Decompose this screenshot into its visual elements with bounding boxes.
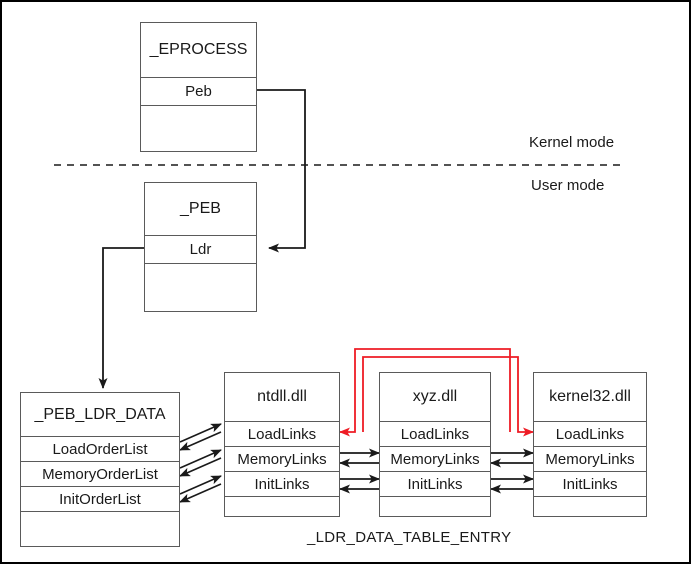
connector-loadorder-in — [179, 431, 222, 451]
struct-peb-field-empty — [145, 263, 256, 311]
struct-ntdll-field-empty — [225, 496, 339, 515]
struct-kernel32-field-empty — [534, 496, 646, 515]
struct-ntdll-field-memorylinks: MemoryLinks — [225, 446, 339, 471]
struct-ntdll-title: ntdll.dll — [257, 388, 307, 405]
connector-loadlinks-red-to-ntdll — [339, 348, 511, 437]
struct-kernel32-title: kernel32.dll — [549, 388, 631, 405]
struct-xyz: xyz.dll LoadLinks MemoryLinks InitLinks — [379, 372, 491, 517]
connector-loadlinks-red-to-kernel32 — [362, 356, 534, 437]
struct-eprocess-field-peb: Peb — [141, 77, 256, 105]
struct-eprocess: _EPROCESS Peb — [140, 22, 257, 152]
struct-ntdll-field-initlinks: InitLinks — [225, 471, 339, 496]
struct-peb-ldr-data-field-loadorderlist: LoadOrderList — [21, 436, 179, 461]
struct-xyz-title: xyz.dll — [412, 388, 458, 405]
struct-ntdll: ntdll.dll LoadLinks MemoryLinks InitLink… — [224, 372, 340, 517]
kernel-mode-label: Kernel mode — [529, 134, 615, 151]
connector-initorder-out — [179, 475, 222, 495]
struct-peb-ldr-data-title: _PEB_LDR_DATA — [34, 405, 166, 423]
struct-kernel32-field-memorylinks: MemoryLinks — [534, 446, 646, 471]
struct-peb-ldr-data: _PEB_LDR_DATA LoadOrderList MemoryOrderL… — [20, 392, 180, 547]
connector-initorder-in — [179, 483, 222, 503]
struct-kernel32-field-loadlinks: LoadLinks — [534, 421, 646, 446]
user-mode-label: User mode — [531, 177, 605, 194]
struct-kernel32-field-initlinks: InitLinks — [534, 471, 646, 496]
struct-peb-ldr-data-field-initorderlist: InitOrderList — [21, 486, 179, 511]
struct-peb-field-ldr: Ldr — [145, 235, 256, 263]
struct-peb: _PEB Ldr — [144, 182, 257, 312]
struct-xyz-field-memorylinks: MemoryLinks — [380, 446, 490, 471]
struct-eprocess-field-empty — [141, 105, 256, 151]
connector-loadorder-out — [179, 423, 222, 443]
struct-xyz-field-loadlinks: LoadLinks — [380, 421, 490, 446]
struct-kernel32: kernel32.dll LoadLinks MemoryLinks InitL… — [533, 372, 647, 517]
connector-ldr-to-peb-ldr-data — [98, 247, 144, 389]
struct-ntdll-field-loadlinks: LoadLinks — [225, 421, 339, 446]
struct-eprocess-title: _EPROCESS — [149, 41, 248, 58]
struct-xyz-field-initlinks: InitLinks — [380, 471, 490, 496]
ldr-data-table-entry-caption: _LDR_DATA_TABLE_ENTRY — [307, 529, 512, 546]
struct-peb-ldr-data-field-empty — [21, 511, 179, 545]
connector-peb-to-ldr — [257, 89, 306, 253]
struct-xyz-field-empty — [380, 496, 490, 515]
struct-peb-ldr-data-field-memoryorderlist: MemoryOrderList — [21, 461, 179, 486]
struct-peb-title: _PEB — [180, 200, 221, 217]
connector-memoryorder-in — [179, 457, 222, 477]
connector-memoryorder-out — [179, 449, 222, 469]
